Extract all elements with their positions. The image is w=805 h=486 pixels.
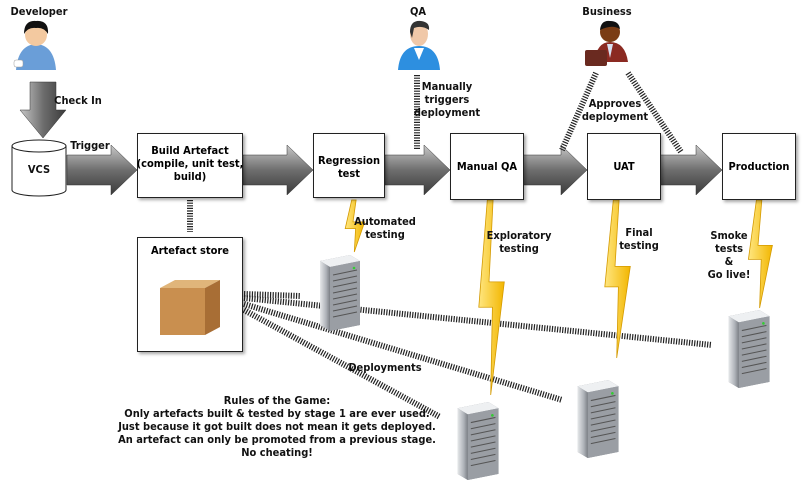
rule-line: Only artefacts built & tested by stage 1… bbox=[124, 407, 430, 420]
business-approve-connector-left bbox=[559, 71, 599, 152]
stage-manual-qa: Manual QA bbox=[450, 133, 524, 200]
check-in-arrow bbox=[19, 81, 67, 139]
manual-qa-to-uat-arrow bbox=[521, 144, 588, 196]
rules-block: Rules of the Game: Only artefacts built … bbox=[118, 394, 436, 459]
business-approve-connector-right bbox=[625, 71, 684, 154]
deploy-connector-manual-qa bbox=[242, 307, 442, 420]
uat-to-production-arrow bbox=[659, 144, 723, 196]
server-production bbox=[727, 309, 771, 388]
deploy-connector-uat bbox=[243, 301, 563, 403]
rule-line: An artefact can only be promoted from a … bbox=[118, 433, 436, 446]
vcs-cylinder bbox=[11, 139, 67, 197]
stage-build-artefact: Build Artefact (compile, unit test, buil… bbox=[137, 133, 243, 198]
trigger-label: Trigger bbox=[70, 139, 110, 152]
artefact-store: Artefact store bbox=[137, 237, 243, 352]
deploy-connector-regression bbox=[243, 291, 301, 299]
deployments-label: Deployments bbox=[348, 361, 422, 374]
lightning-bolt-manual-qa-icon bbox=[478, 199, 505, 396]
vcs-to-build-arrow bbox=[66, 144, 138, 196]
vcs-label: VCS bbox=[27, 163, 51, 176]
rules-title: Rules of the Game: bbox=[223, 394, 331, 407]
smoke-tests-label: Smoke tests & Go live! bbox=[707, 229, 751, 281]
rule-line: Just because it got built does not mean … bbox=[118, 420, 436, 433]
deploy-connector-production bbox=[243, 295, 713, 348]
stage-production: Production bbox=[722, 133, 796, 200]
developer-icon bbox=[13, 20, 56, 70]
server-manual-qa bbox=[456, 401, 500, 480]
stage-uat: UAT bbox=[587, 133, 661, 200]
artefact-store-label: Artefact store bbox=[150, 244, 230, 257]
automated-testing-label: Automated testing bbox=[354, 215, 416, 241]
manually-triggers-label: Manually triggers deployment bbox=[413, 80, 481, 119]
server-regression bbox=[319, 254, 361, 331]
stage-regression-test: Regression test bbox=[313, 133, 385, 198]
lightning-bolt-production-icon bbox=[747, 199, 773, 309]
lightning-bolt-uat-icon bbox=[604, 199, 631, 359]
regression-to-manual-qa-arrow bbox=[384, 144, 451, 196]
business-label: Business bbox=[582, 5, 632, 18]
lightning-bolt-regression-icon bbox=[344, 199, 366, 253]
final-testing-label: Final testing bbox=[619, 226, 659, 252]
developer-label: Developer bbox=[10, 5, 68, 18]
approves-deployment-label: Approves deployment bbox=[581, 97, 649, 123]
server-uat bbox=[576, 379, 620, 458]
qa-label: QA bbox=[409, 5, 427, 18]
cardboard-box-icon bbox=[160, 280, 220, 335]
qa-icon bbox=[398, 20, 440, 70]
rule-line: No cheating! bbox=[241, 446, 313, 459]
business-icon bbox=[585, 20, 628, 66]
build-to-regression-arrow bbox=[242, 144, 314, 196]
exploratory-testing-label: Exploratory testing bbox=[486, 229, 552, 255]
check-in-label: Check In bbox=[54, 94, 102, 107]
